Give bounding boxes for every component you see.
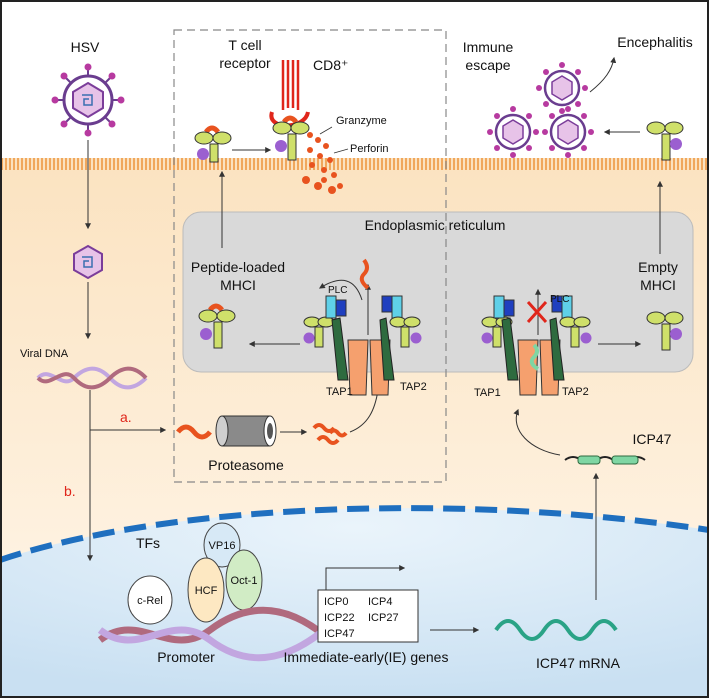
tap1-label-left: TAP1 bbox=[326, 386, 353, 398]
granzyme-perforin-dots bbox=[302, 132, 343, 194]
tap-transport-arrow bbox=[318, 279, 363, 301]
gene-icp27: ICP27 bbox=[368, 612, 399, 624]
er-mhc-loaded bbox=[198, 303, 236, 349]
antigen-presentation-box bbox=[173, 29, 447, 483]
cd8-label: CD8⁺ bbox=[313, 57, 348, 73]
icp47-label: ICP47 bbox=[633, 431, 672, 447]
tap-complex-right bbox=[481, 295, 592, 396]
proteasome-label: Proteasome bbox=[208, 457, 284, 473]
crel-label: c-Rel bbox=[137, 595, 163, 607]
tfs-label: TFs bbox=[136, 535, 160, 551]
tap2-label-right: TAP2 bbox=[562, 386, 589, 398]
escaped-virions bbox=[487, 62, 594, 158]
tcr-label-2: receptor bbox=[219, 55, 271, 71]
gene-icp4: ICP4 bbox=[368, 596, 392, 608]
tap1-label-right: TAP1 bbox=[474, 387, 501, 399]
peptide-fragments bbox=[312, 423, 348, 445]
immune-escape-label-2: escape bbox=[465, 57, 510, 73]
empty-mhc-label-1: Empty bbox=[638, 259, 678, 275]
granzyme-leader bbox=[319, 126, 333, 135]
proteasome bbox=[176, 415, 277, 447]
promoter-label: Promoter bbox=[157, 649, 215, 665]
hsv-virion: HSV bbox=[51, 39, 125, 137]
cell-membrane bbox=[0, 158, 709, 170]
hcf-label: HCF bbox=[195, 585, 218, 597]
tcr-label-1: T cell bbox=[228, 37, 261, 53]
plc-label-left: PLC bbox=[328, 285, 347, 296]
transported-peptide bbox=[359, 258, 370, 290]
granzyme-label: Granzyme bbox=[336, 115, 387, 127]
tap2-label-left: TAP2 bbox=[400, 381, 427, 393]
surface-mhc-empty bbox=[646, 121, 684, 161]
plc-label-right: PLC bbox=[550, 294, 569, 305]
gene-icp22: ICP22 bbox=[324, 612, 355, 624]
path-b-label: b. bbox=[64, 483, 76, 499]
transcription-factors bbox=[127, 522, 263, 625]
transcription-start-arrow bbox=[325, 565, 406, 590]
capsid bbox=[73, 244, 103, 280]
encephalitis-label: Encephalitis bbox=[617, 34, 693, 50]
icp47-protein bbox=[564, 455, 646, 465]
ie-gene-box bbox=[317, 589, 419, 643]
immune-escape-label-1: Immune bbox=[463, 39, 514, 55]
icp47-mrna-label: ICP47 mRNA bbox=[536, 655, 621, 671]
nuclear-envelope bbox=[0, 505, 709, 563]
path-a-label: a. bbox=[120, 409, 132, 425]
peptide-loaded-label-2: MHCI bbox=[220, 277, 256, 293]
endoplasmic-reticulum bbox=[182, 211, 694, 373]
er-label: Endoplasmic reticulum bbox=[365, 217, 506, 233]
icp47-mrna bbox=[494, 619, 618, 641]
perforin-leader bbox=[333, 148, 349, 154]
surface-mhc-loaded bbox=[194, 125, 232, 163]
engaged-mhc bbox=[272, 115, 310, 161]
oct1-label: Oct-1 bbox=[231, 575, 258, 587]
tap-complex-left bbox=[303, 295, 422, 396]
empty-mhc-label-2: MHCI bbox=[640, 277, 676, 293]
er-mhc-empty bbox=[646, 311, 684, 351]
gene-icp0: ICP0 bbox=[324, 596, 348, 608]
viral-dna bbox=[36, 366, 148, 390]
gene-icp47: ICP47 bbox=[324, 628, 355, 640]
vp16-label: VP16 bbox=[209, 540, 236, 552]
host-dna bbox=[97, 606, 333, 662]
encephalitis-arrow bbox=[589, 56, 617, 93]
icp47-to-tap-arrow bbox=[513, 408, 561, 456]
perforin-label: Perforin bbox=[350, 143, 389, 155]
peptide-loaded-label-1: Peptide-loaded bbox=[191, 259, 285, 275]
ie-genes-label: Immediate-early(IE) genes bbox=[284, 649, 449, 665]
block-x-icon bbox=[526, 300, 548, 324]
hsv-label: HSV bbox=[71, 39, 100, 55]
viral-dna-label: Viral DNA bbox=[20, 348, 69, 360]
